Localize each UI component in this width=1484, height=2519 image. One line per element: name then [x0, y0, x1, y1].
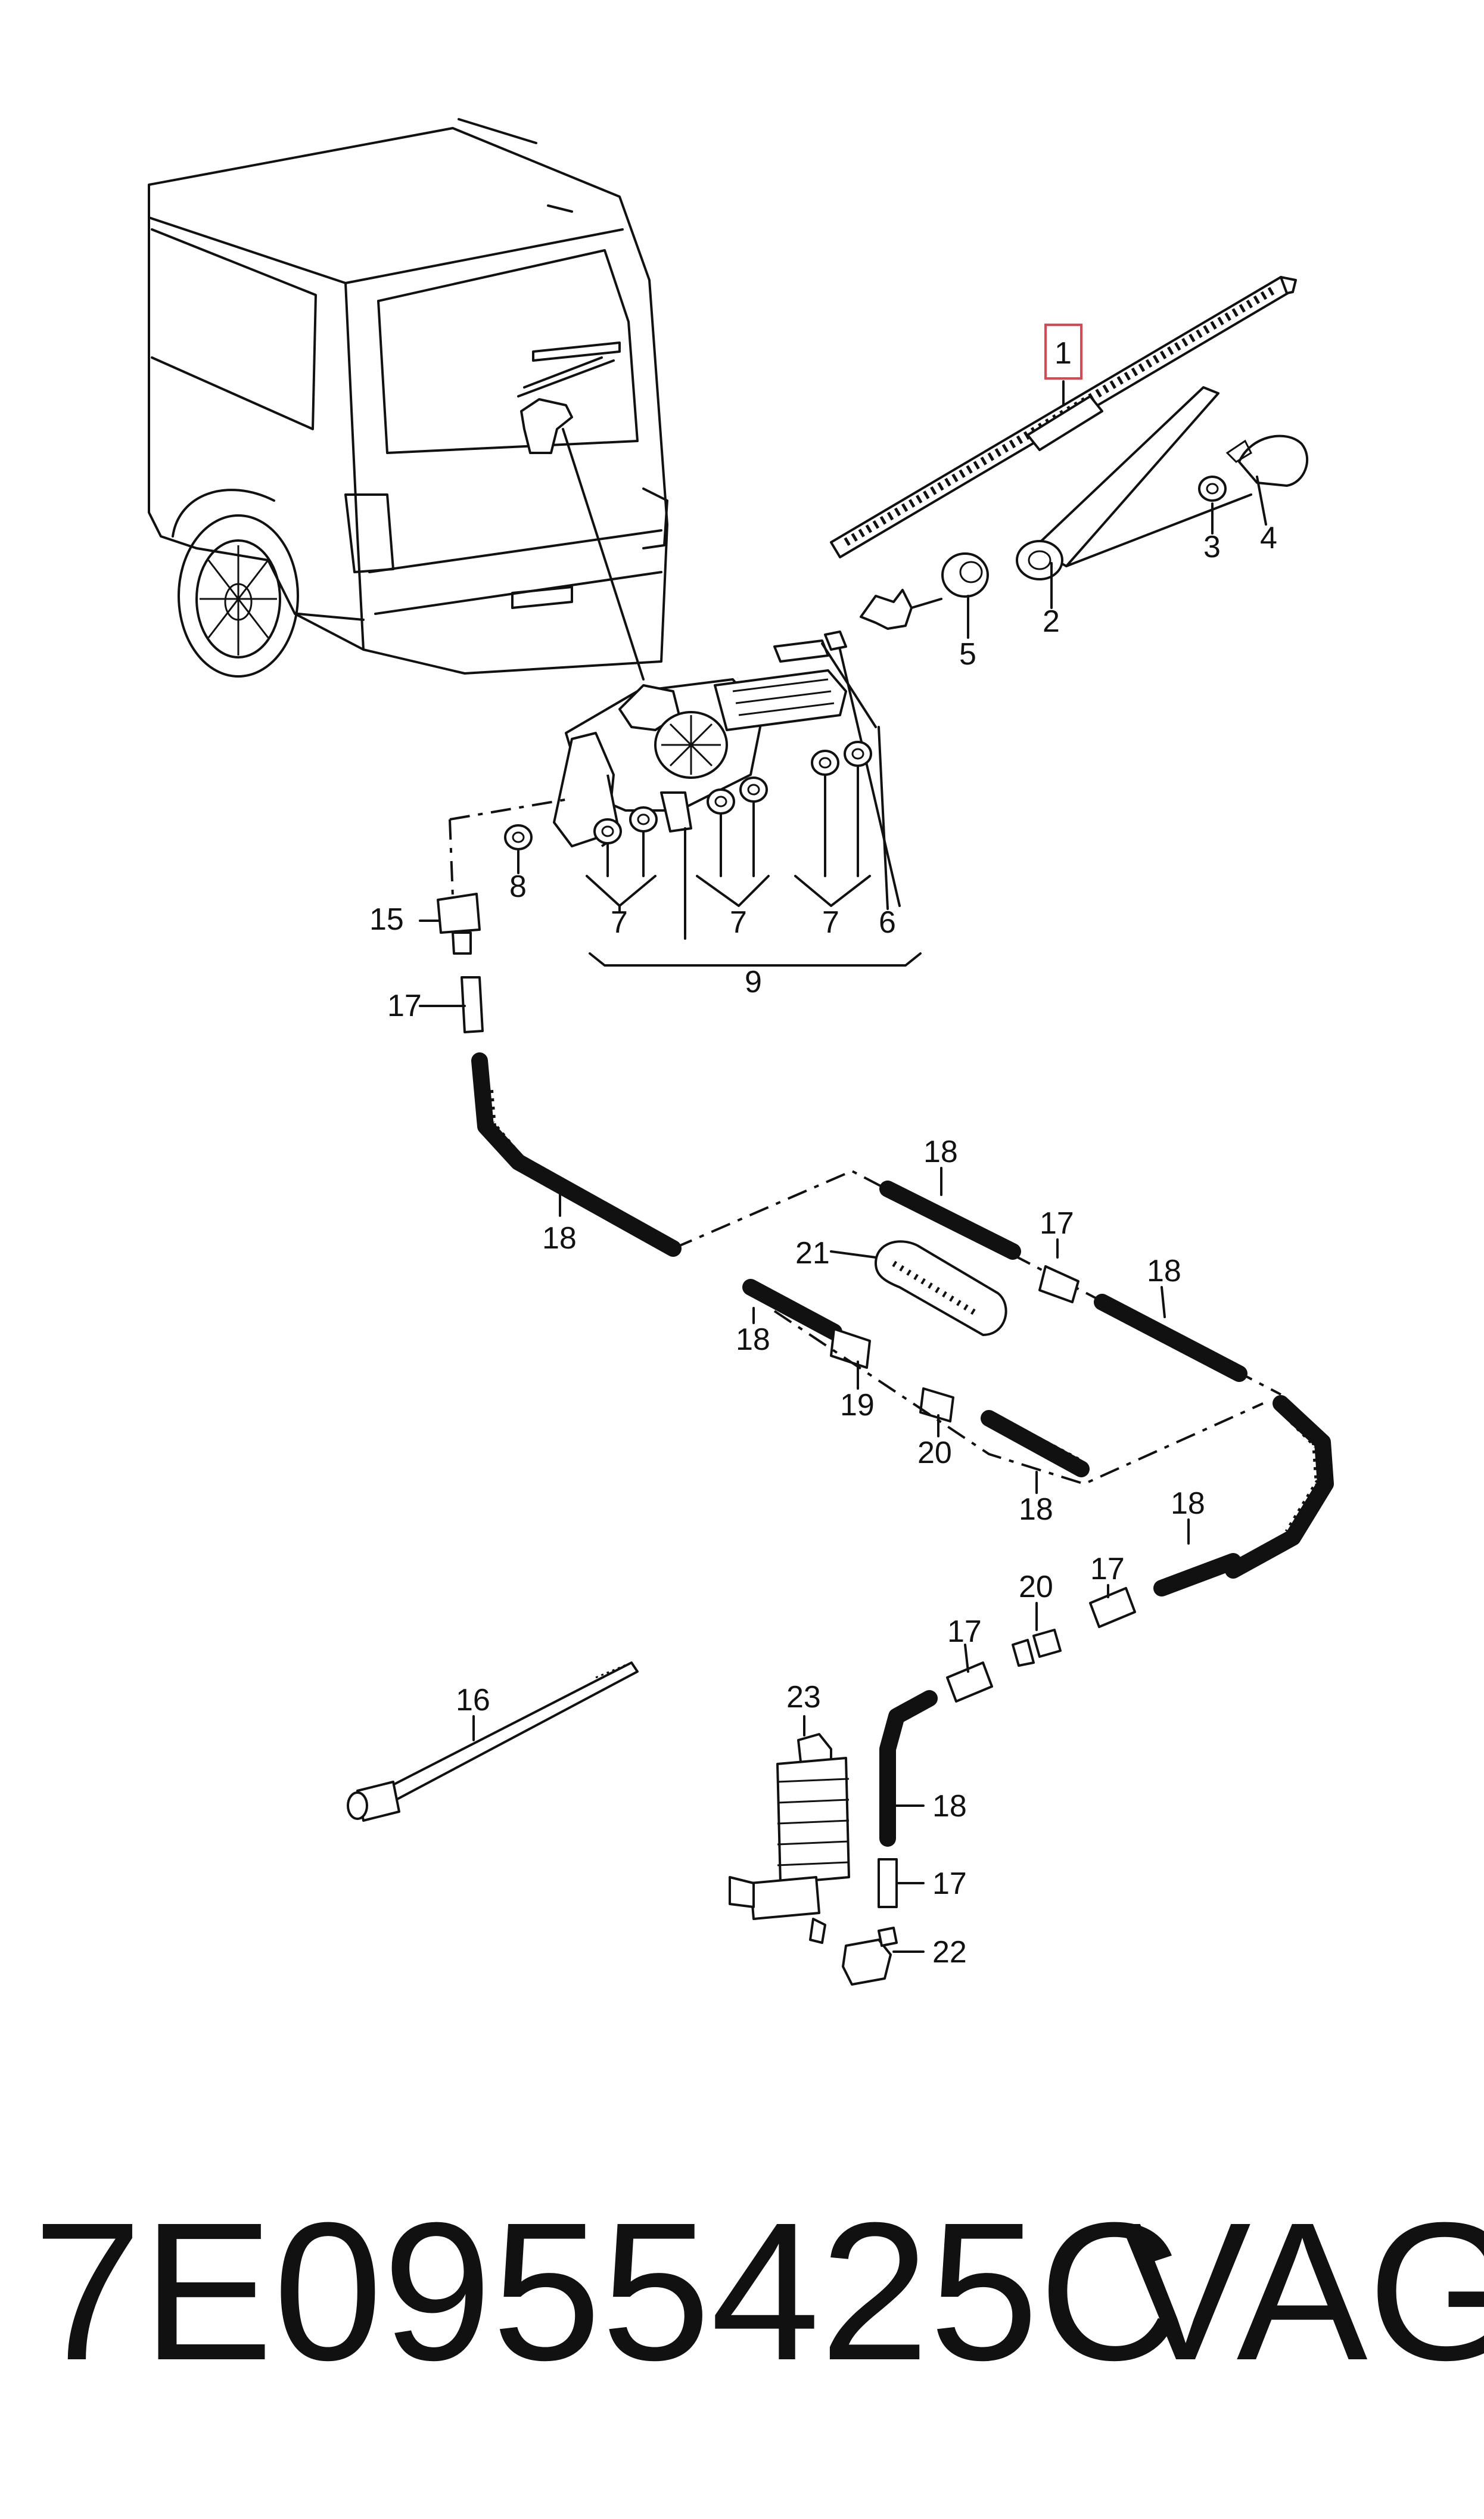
- seal-part-5: [860, 552, 989, 630]
- callout-17-bottom: 17: [932, 1866, 967, 1901]
- callout-labels: 1 2 3 4 5 6 7 7 7 8 9 15 16 17 17 17 17 …: [369, 336, 1277, 1970]
- callout-3: 3: [1203, 530, 1221, 564]
- van-rear-illustration: [148, 118, 668, 681]
- nut-part-8: [504, 824, 533, 850]
- callout-19: 19: [840, 1388, 875, 1422]
- callout-22: 22: [932, 1935, 967, 1970]
- washer-nozzle-part-15: [437, 893, 481, 955]
- callout-20-lower: 20: [1019, 1570, 1053, 1604]
- cap-part-4: [1225, 434, 1308, 487]
- rubber-grommets-part-7: [586, 741, 872, 940]
- hose-line-upper: [461, 976, 682, 1257]
- brand-name: VAG: [1120, 2181, 1484, 2401]
- highlight-box-part-1: [1044, 324, 1082, 380]
- callout-16: 16: [456, 1683, 490, 1717]
- callout-21: 21: [795, 1236, 830, 1271]
- leader-lines: [419, 380, 1267, 1953]
- callout-9: 9: [745, 965, 762, 999]
- hose-line-middle: [673, 1169, 1281, 1486]
- wiper-blade-part-1: [830, 276, 1297, 558]
- elbow-connector-part-22: [842, 1927, 898, 1986]
- callout-7-left: 7: [611, 905, 628, 940]
- callout-18-lower-right: 18: [1171, 1486, 1205, 1521]
- callout-18-center: 18: [736, 1322, 770, 1357]
- callout-15: 15: [369, 902, 404, 937]
- callout-17-upper: 17: [387, 989, 422, 1023]
- assembly-dashed-line-upper: [449, 797, 573, 821]
- callout-1: 1: [1054, 336, 1072, 371]
- assembly-dashed-line-left: [449, 819, 454, 897]
- hose-line-lower: [878, 1395, 1334, 1908]
- callout-5: 5: [959, 637, 976, 672]
- callout-20-middle: 20: [917, 1436, 952, 1470]
- callout-18-bottom-center: 18: [1019, 1492, 1053, 1527]
- callout-8: 8: [509, 869, 527, 904]
- callout-4: 4: [1260, 521, 1277, 555]
- callout-17-right: 17: [1090, 1552, 1125, 1586]
- insulation-sleeve-part-21: [875, 1240, 1007, 1336]
- callout-23: 23: [786, 1680, 821, 1714]
- callout-18-left: 18: [542, 1221, 577, 1256]
- callout-18-bottom: 18: [932, 1789, 967, 1824]
- cable-tie-part-16: [347, 1661, 639, 1822]
- callout-18-top: 18: [923, 1135, 958, 1169]
- bracket-part-9: [589, 952, 922, 967]
- nut-part-3: [1198, 476, 1227, 502]
- callout-2: 2: [1043, 604, 1060, 639]
- part-number: 7E0955425C: [33, 2181, 1181, 2401]
- callout-7-right: 7: [822, 905, 839, 940]
- callout-17-lower: 17: [947, 1614, 982, 1649]
- washer-pump-part-23: [729, 1733, 850, 1944]
- callout-17-middle: 17: [1040, 1206, 1074, 1241]
- callout-7-middle: 7: [730, 905, 747, 940]
- wiper-arm-part-2: [1016, 386, 1252, 580]
- callout-6: 6: [879, 905, 896, 940]
- callout-18-right: 18: [1147, 1254, 1181, 1288]
- wiper-motor-part-6: [553, 630, 901, 907]
